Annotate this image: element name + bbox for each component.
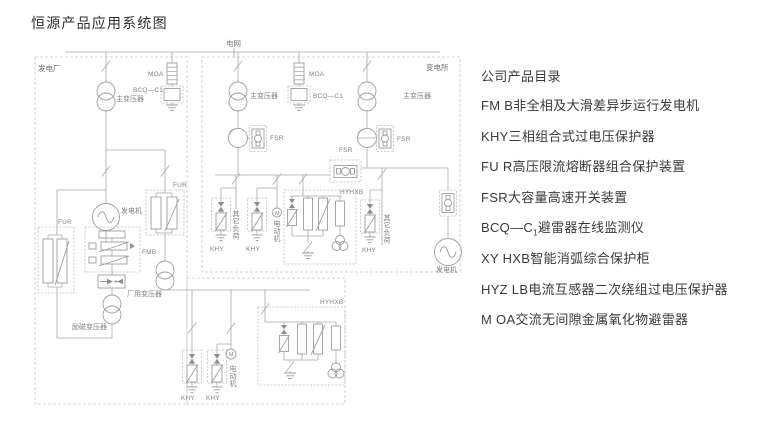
aux-khy2-label: KHY [206, 395, 220, 402]
substation-khy2-symbol [247, 197, 267, 242]
plant-moa-label: MOA [148, 71, 164, 78]
plant-bcq-label: BCQ—C1 [133, 87, 164, 94]
page-title: 恒源产品应用系统图 [31, 15, 168, 31]
catalog-item: HYZ LB电流互感器二次绕组过电压保护器 [481, 281, 728, 297]
substation-khy3-symbol [360, 199, 380, 244]
substation-hxb-box [283, 189, 357, 265]
plant-fmb-label: FMB [142, 249, 157, 256]
plant-main-transformer-symbol [96, 81, 116, 112]
plant-generator-label: 发电机 [121, 208, 142, 215]
aux-hxb-earth-switch [285, 360, 295, 373]
aux-hxb-ground-symbol [283, 372, 297, 380]
product-catalog: 公司产品目录 FM B非全相及大滑差异步运行发电机 KHY三相组合式过电压保护器… [481, 64, 728, 338]
substation-moa-label: MOA [309, 71, 325, 78]
substation-fsr-left-symbol [249, 125, 267, 152]
substation-generator-label: 发电机 [436, 267, 457, 274]
substation-gen-fsr-symbol [439, 189, 457, 217]
catalog-item: FSR大容量高速开关装置 [481, 189, 628, 205]
substation-right-transformer-symbol [357, 81, 377, 112]
substation-wiring [215, 52, 449, 245]
substation-moa-arrester-symbol [293, 62, 305, 85]
substation-hxb-ground-symbol [301, 252, 315, 260]
substation-ground-symbol [292, 104, 306, 112]
aux-hxb-box [257, 306, 346, 386]
substation-motor-symbol [272, 207, 282, 218]
plant-generator-symbol [92, 203, 120, 231]
substation-fsr-right-label: FSR [397, 136, 411, 143]
aux-khy1-label: KHY [181, 395, 195, 402]
substation-generator-symbol [434, 238, 462, 266]
substation-khy2-label: KHY [246, 246, 260, 253]
substation-bcq-monitor-symbol [287, 85, 311, 104]
substation-left-breaker-symbol [228, 128, 248, 148]
plant-moa-arrester-symbol [166, 62, 178, 85]
substation-motor-letter: M [275, 210, 280, 217]
plant-fur-left-label: FUR [58, 219, 72, 226]
aux-hxb-arrester-symbol [278, 321, 290, 354]
catalog-item: XY HXB智能消弧综合保护柜 [481, 250, 650, 266]
substation-left-transformer-symbol [228, 81, 248, 112]
substation-fsr-right-symbol [376, 125, 394, 152]
plant-excitation-transformer-label: 励磁变压器 [72, 324, 107, 331]
substation-hxb-earth-switch [303, 241, 313, 253]
substation-region-label: 变电所 [426, 63, 449, 72]
substation-khy3-label: KHY [362, 247, 376, 254]
aux-hxb-label: HYHXB [320, 299, 344, 306]
catalog-item: M OA交流无间隙金属氧化物避雷器 [481, 312, 689, 328]
substation-fsr-mid-symbol [329, 159, 362, 183]
aux-khy1-symbol [182, 349, 202, 394]
plant-fmb-box [84, 226, 141, 273]
aux-hxb-pt-symbol [327, 362, 345, 379]
catalog-item: BCQ—C1避雷器在线监测仪 [481, 220, 645, 238]
plant-rectifier-box [97, 274, 126, 289]
aux-motor-label: 电动机 [229, 364, 236, 389]
plant-excitation-transformer-symbol [102, 294, 122, 325]
plant-fur-left-box [37, 226, 75, 294]
catalog-item: FM B非全相及大滑差异步运行发电机 [481, 98, 700, 113]
plant-main-transformer-label: 主变压器 [116, 96, 144, 103]
substation-right-transformer-label: 主变压器 [403, 93, 431, 100]
substation-hxb-label: HYHXB [340, 189, 364, 196]
aux-region-box [186, 277, 346, 405]
plant-bcq-monitor-symbol [160, 85, 184, 104]
substation-bcq-label: BCQ—C1 [313, 93, 344, 100]
plant-fur-right-box [145, 189, 185, 236]
substation-other-load1-label: 其它负荷 [232, 209, 239, 241]
substation-left-transformer-label: 主变压器 [250, 93, 278, 100]
substation-motor-label: 电动机 [273, 219, 280, 244]
catalog-heading: 公司产品目录 [481, 69, 561, 84]
catalog-item: FU R高压限流熔断器组合保护装置 [481, 159, 686, 175]
substation-hxb-arrester-symbol [286, 195, 298, 228]
aux-wiring [165, 289, 337, 373]
substation-khy1-symbol [211, 197, 231, 242]
plant-ground-symbol [165, 104, 179, 112]
substation-other-load2-label: 其它负荷 [383, 214, 390, 244]
aux-motor-letter: M [229, 352, 234, 358]
grid-label: 电网 [226, 39, 241, 48]
plant-region-box [34, 56, 188, 405]
catalog-item: KHY三相组合式过电压保护器 [481, 128, 655, 144]
plant-region-label: 发电厂 [38, 64, 61, 73]
substation-khy1-label: KHY [210, 246, 224, 253]
plant-fur-right-label: FUR [173, 182, 187, 189]
substation-fsr-left-label: FSR [270, 135, 284, 142]
substation-fsr-mid-label: FSR [339, 147, 353, 154]
plant-aux-transformer-label: 厂用变压器 [127, 291, 162, 298]
grid-bus [65, 48, 440, 58]
aux-khy2-symbol [207, 349, 227, 394]
plant-aux-transformer-symbol [155, 260, 175, 291]
substation-hxb-pt-symbol [331, 235, 349, 251]
substation-region-box [201, 56, 461, 273]
aux-motor-symbol [225, 348, 237, 360]
